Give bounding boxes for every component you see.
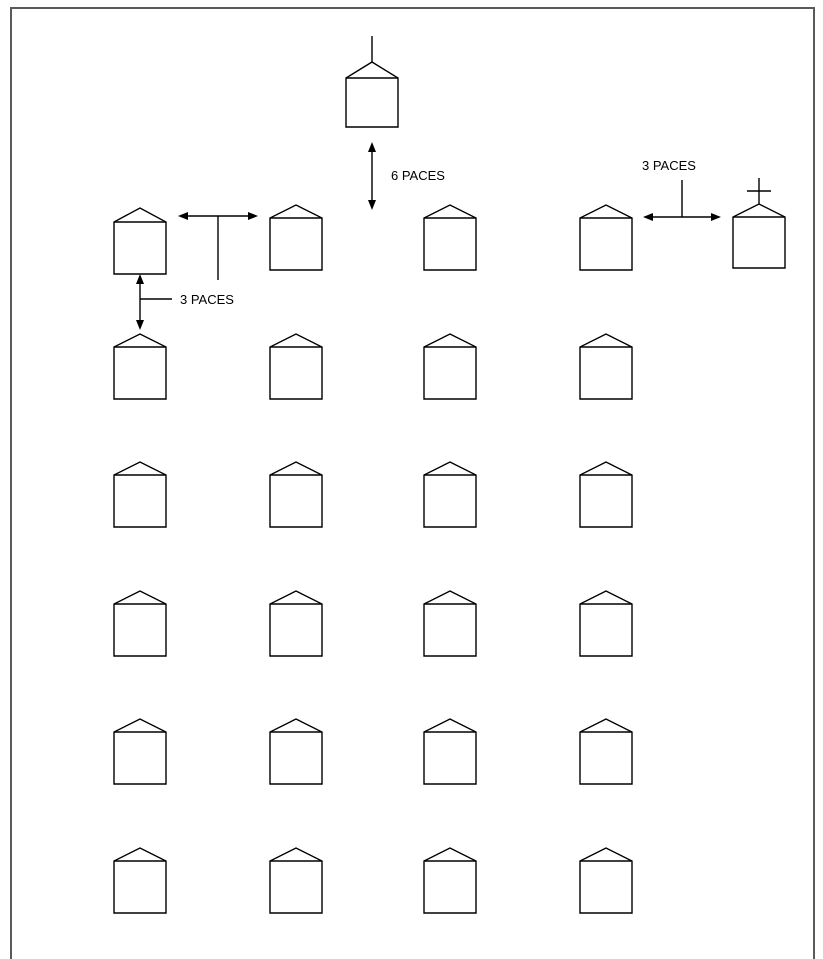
soldier-symbol [579,204,633,271]
soldier-symbol [579,333,633,400]
soldier-symbol [113,590,167,657]
guide-symbol [732,178,786,269]
arrow-down-icon [136,320,144,330]
leader-symbol [345,36,399,128]
soldier-symbol [113,718,167,785]
soldier-symbol [113,461,167,528]
leader-distance-dimension [368,142,376,210]
diagram-frame [10,7,815,959]
soldier-symbol [423,847,477,914]
soldier-symbol [579,847,633,914]
arrow-right-icon [248,212,258,220]
soldier-symbol [113,333,167,400]
soldier-symbol [269,718,323,785]
soldier-symbol [579,461,633,528]
soldier-symbol [579,590,633,657]
interval-horizontal-dimension [178,212,258,280]
soldier-symbol [269,847,323,914]
interval-vertical-dimension [136,274,172,330]
soldier-symbol [579,718,633,785]
arrow-down-icon [368,200,376,210]
arrow-up-icon [136,274,144,284]
arrow-up-icon [368,142,376,152]
soldier-symbol [423,718,477,785]
squad-leader-symbol [113,207,167,275]
arrow-left-icon [178,212,188,220]
guide-distance-label: 3 PACES [642,158,696,173]
soldier-symbol [269,590,323,657]
soldier-symbol [269,204,323,271]
soldier-symbol [269,461,323,528]
soldier-symbol [423,333,477,400]
soldier-symbol [423,590,477,657]
soldier-symbol [423,204,477,271]
interval-label: 3 PACES [180,292,234,307]
soldier-symbol [113,847,167,914]
soldier-symbol [269,333,323,400]
formation-grid [113,204,633,914]
guide-distance-dimension [643,180,721,221]
arrow-left-icon [643,213,653,221]
soldier-symbol [423,461,477,528]
arrow-right-icon [711,213,721,221]
leader-distance-label: 6 PACES [391,168,445,183]
